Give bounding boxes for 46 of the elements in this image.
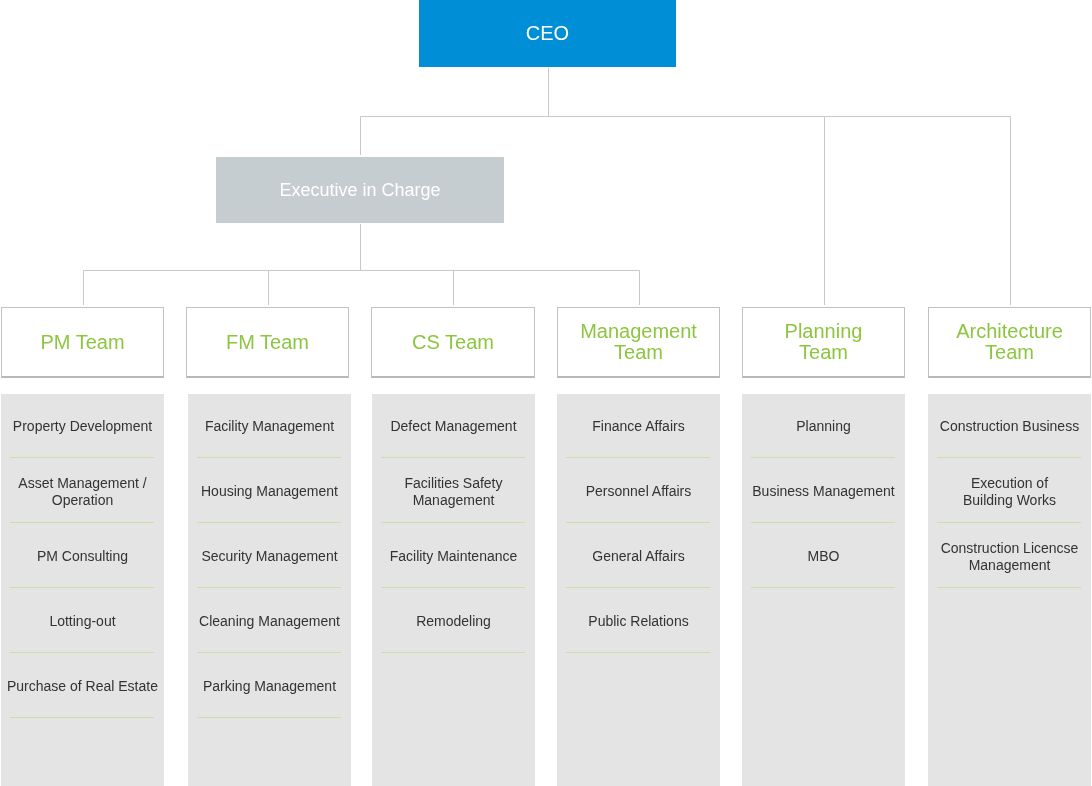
duty-item: Housing Management bbox=[201, 483, 338, 500]
duty-item: Construction Licencse Management bbox=[939, 539, 1080, 574]
duty-item: Finance Affairs bbox=[592, 418, 685, 435]
team-box bbox=[371, 307, 535, 378]
team-box bbox=[742, 307, 905, 378]
duty-item: MBO bbox=[807, 548, 840, 565]
duty-panel bbox=[188, 394, 351, 786]
team-name: Architecture Team bbox=[955, 321, 1064, 363]
duty-panel bbox=[557, 394, 720, 786]
duty-panel bbox=[372, 394, 535, 786]
team-name: PM Team bbox=[40, 331, 125, 353]
duty-item: Property Development bbox=[12, 418, 153, 435]
duty-item: Public Relations bbox=[588, 613, 689, 630]
duty-item: Asset Management / Operation bbox=[17, 474, 148, 509]
duty-item: Personnel Affairs bbox=[585, 483, 692, 500]
duty-item: Facilities Safety Management bbox=[403, 474, 504, 509]
duty-item: PM Consulting bbox=[36, 548, 128, 565]
role-title: Executive in Charge bbox=[279, 179, 441, 201]
team-box bbox=[1, 307, 164, 378]
duty-item: Cleaning Management bbox=[199, 613, 340, 630]
team-name: Planning Team bbox=[783, 321, 864, 363]
duty-panel bbox=[1, 394, 164, 786]
ceo-box bbox=[419, 0, 676, 67]
duty-item: Security Management bbox=[201, 548, 338, 565]
duty-item: Construction Business bbox=[939, 418, 1080, 435]
duty-item: Execution of Building Works bbox=[961, 474, 1058, 509]
team-name: FM Team bbox=[226, 331, 309, 353]
team-box bbox=[928, 307, 1091, 378]
role-title: CEO bbox=[525, 22, 570, 45]
team-box bbox=[557, 307, 720, 378]
duty-item: Facility Management bbox=[204, 418, 335, 435]
duty-item: Lotting-out bbox=[49, 613, 116, 630]
duty-panel bbox=[742, 394, 905, 786]
duty-item: Purchase of Real Estate bbox=[7, 678, 158, 695]
duty-item: General Affairs bbox=[592, 548, 685, 565]
executive-box bbox=[216, 157, 504, 223]
team-name: Management Team bbox=[579, 321, 698, 363]
duty-item: Remodeling bbox=[416, 613, 491, 630]
duty-item: Planning bbox=[796, 418, 851, 435]
duty-panel bbox=[928, 394, 1091, 786]
duty-item: Defect Management bbox=[390, 418, 517, 435]
duty-item: Business Management bbox=[752, 483, 895, 500]
team-name: CS Team bbox=[412, 331, 494, 353]
duty-item: Parking Management bbox=[202, 678, 337, 695]
duty-item: Facility Maintenance bbox=[389, 548, 518, 565]
team-box bbox=[186, 307, 349, 378]
